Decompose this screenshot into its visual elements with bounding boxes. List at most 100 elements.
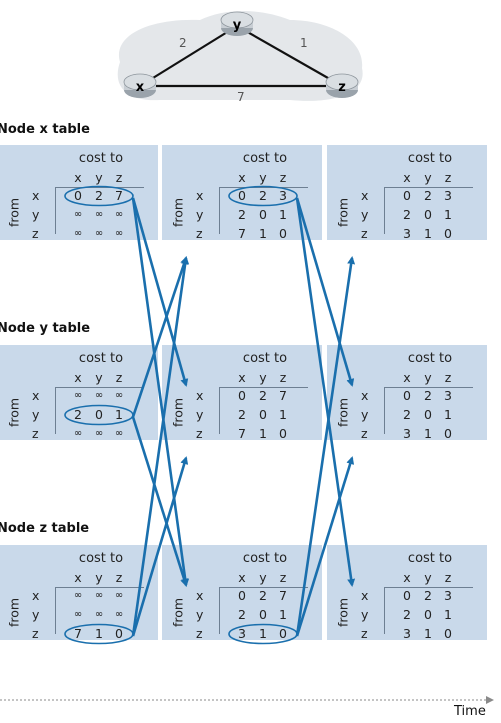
column-header: z: [444, 170, 452, 185]
table-cell: 2: [238, 207, 246, 222]
row-divider: [219, 387, 220, 434]
table-cell: ∞: [94, 428, 104, 439]
row-header: z: [361, 226, 368, 241]
table-cell: 0: [424, 607, 432, 622]
row-header: y: [196, 407, 204, 422]
table-cell: 1: [424, 626, 432, 641]
row-header: x: [361, 388, 369, 403]
row-header: y: [32, 407, 40, 422]
table-cell: 3: [444, 588, 452, 603]
link-cost-x-y: 2: [179, 36, 187, 50]
header-divider: [219, 587, 308, 588]
table-cell: 0: [238, 588, 246, 603]
from-label: from: [6, 397, 22, 428]
table-cell: 2: [259, 388, 267, 403]
table-cell: 0: [444, 426, 452, 441]
row-header: y: [361, 207, 369, 222]
table-cell: ∞: [73, 209, 83, 220]
column-header: x: [74, 170, 82, 185]
table-cell: 0: [279, 226, 287, 241]
table-cell: 0: [95, 407, 103, 422]
table-cell: 7: [238, 426, 246, 441]
row-divider: [55, 387, 56, 434]
table-cell: ∞: [114, 609, 124, 620]
table-cell: 7: [115, 188, 123, 203]
table-cell: ∞: [114, 590, 124, 601]
row-header: x: [196, 588, 204, 603]
row-header: z: [361, 426, 368, 441]
table-cell: 0: [259, 607, 267, 622]
table-cell: 0: [74, 188, 82, 203]
row-header: z: [196, 226, 203, 241]
column-header: y: [424, 170, 432, 185]
table-cell: 2: [74, 407, 82, 422]
table-cell: ∞: [73, 590, 83, 601]
table-cell: 2: [424, 188, 432, 203]
column-header: z: [279, 370, 287, 385]
row-header: z: [196, 426, 203, 441]
from-label: from: [170, 597, 186, 628]
time-label: Time: [454, 704, 486, 719]
table-cell: 1: [279, 207, 287, 222]
row-header: x: [196, 388, 204, 403]
cost-to-label: cost to: [407, 351, 453, 366]
network-cloud: [117, 11, 363, 101]
table-cell: 0: [403, 188, 411, 203]
header-divider: [384, 587, 473, 588]
table-panel: [327, 345, 487, 440]
row-header: z: [32, 626, 39, 641]
row-divider: [55, 587, 56, 634]
column-header: x: [238, 170, 246, 185]
table-cell: 3: [403, 426, 411, 441]
router-z-icon: [325, 73, 359, 98]
table-cell: 2: [259, 588, 267, 603]
row-header: x: [361, 188, 369, 203]
table-cell: 1: [279, 407, 287, 422]
table-cell: 0: [259, 207, 267, 222]
from-label: from: [335, 397, 351, 428]
table-cell: 7: [279, 588, 287, 603]
table-cell: ∞: [114, 209, 124, 220]
table-cell: 7: [74, 626, 82, 641]
row-header: y: [196, 607, 204, 622]
table-cell: 3: [279, 188, 287, 203]
table-cell: 2: [424, 588, 432, 603]
row-header: y: [32, 207, 40, 222]
column-header: z: [279, 570, 287, 585]
header-divider: [384, 187, 473, 188]
from-label: from: [6, 197, 22, 228]
header-divider: [55, 587, 144, 588]
table-cell: ∞: [94, 209, 104, 220]
table-cell: ∞: [94, 590, 104, 601]
cost-to-label: cost to: [78, 351, 124, 366]
time-axis: [0, 696, 494, 704]
table-cell: 2: [238, 607, 246, 622]
table-cell: ∞: [114, 428, 124, 439]
table-cell: ∞: [94, 390, 104, 401]
column-header: y: [259, 170, 267, 185]
row-header: x: [32, 388, 40, 403]
table-cell: ∞: [94, 228, 104, 239]
column-header: x: [74, 370, 82, 385]
from-label: from: [170, 397, 186, 428]
column-header: y: [259, 570, 267, 585]
table-cell: 2: [259, 188, 267, 203]
table-cell: 0: [279, 626, 287, 641]
router-y-icon: [220, 11, 254, 36]
table-cell: 0: [444, 626, 452, 641]
row-divider: [219, 587, 220, 634]
table-cell: 1: [424, 226, 432, 241]
column-header: z: [279, 170, 287, 185]
column-header: x: [74, 570, 82, 585]
table-cell: 0: [403, 388, 411, 403]
row-divider: [384, 587, 385, 634]
table-cell: 2: [424, 388, 432, 403]
table-cell: 2: [238, 407, 246, 422]
column-header: y: [95, 170, 103, 185]
table-cell: 2: [95, 188, 103, 203]
node-label-z: z: [338, 80, 346, 95]
column-header: x: [238, 370, 246, 385]
table-cell: 3: [238, 626, 246, 641]
link-y-z: [236, 25, 343, 87]
from-label: from: [335, 597, 351, 628]
